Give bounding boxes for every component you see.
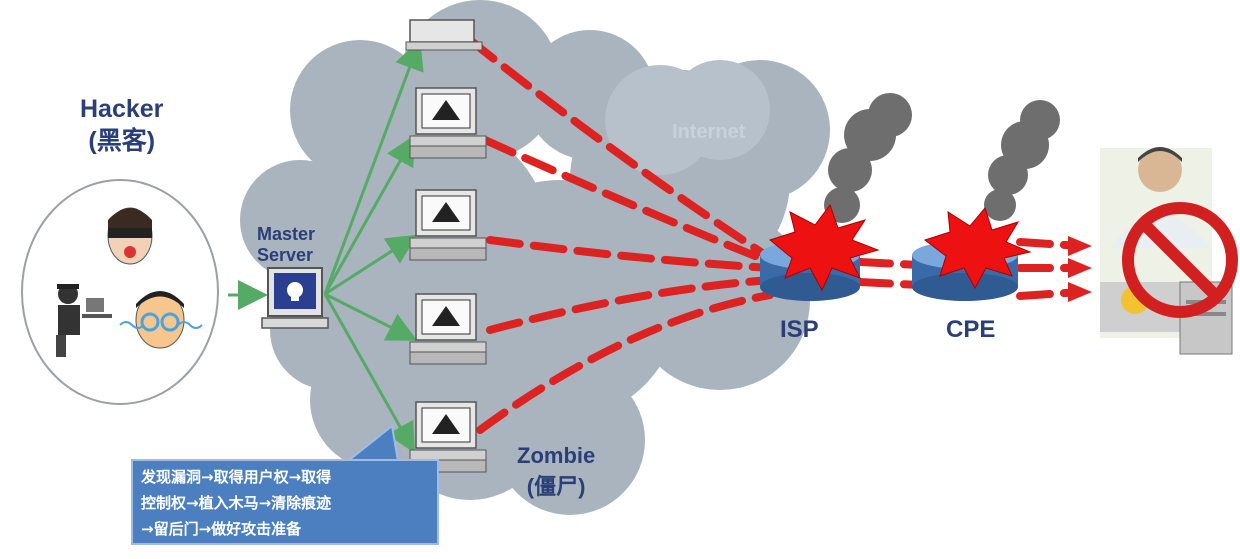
hacker-title: Hacker [80,95,164,123]
zombie-computer-2 [409,87,487,159]
internet-label: Internet [672,121,746,143]
seated-hacker-icon [56,284,112,357]
isp-smoke [824,93,912,223]
control-arrows [323,39,424,454]
master-server-icon [261,267,329,329]
zombie-computer-4 [409,293,487,365]
internet-cloud-highlight [605,60,770,175]
attack-arrowheads [1068,236,1092,302]
cpe-label: CPE [946,316,996,343]
isp-label: ISP [780,316,819,343]
hacker-circle [21,179,219,405]
hacker-subtitle: (黑客) [88,127,156,155]
zombie-computer-1 [405,19,483,51]
zombie-computer-3 [409,189,487,261]
master-server-line2: Server [257,245,314,265]
zombie-subtitle: (僵尸) [526,474,586,499]
attack-step-line-2: 控制权→植入木马→清除痕迹 [141,494,332,512]
hacker-label: Hacker (黑客) [80,93,163,157]
attack-steps-box: 发现漏洞→取得用户权→取得 控制权→植入木马→清除痕迹 →留后门→做好攻击准备 [131,459,439,545]
master-server-line1: Master [257,224,316,244]
glasses-hacker-icon [119,291,203,349]
zombie-title: Zombie [517,443,596,468]
masked-hacker-icon [107,207,153,265]
isp-explosion-icon [768,203,880,292]
master-server-label: Master Server [257,224,315,266]
cpe-explosion-icon [923,206,1032,290]
blocked-icon [1122,202,1238,318]
attack-lines [466,36,1084,434]
cpe-smoke [984,100,1060,221]
zombie-label: Zombie (僵尸) [517,440,595,502]
attack-step-line-3: →留后门→做好攻击准备 [141,520,302,538]
attack-step-line-1: 发现漏洞→取得用户权→取得 [141,468,332,486]
